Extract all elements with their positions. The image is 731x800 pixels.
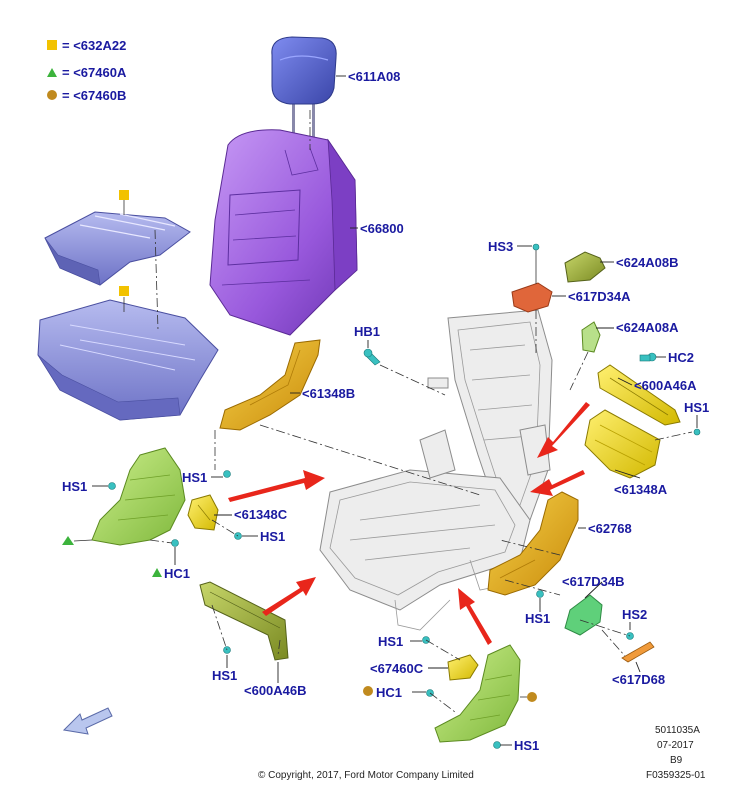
callout-hs1-bottom-center: HS1 [378, 634, 403, 649]
panel-600A46B [199, 581, 289, 661]
side-shield-bottom [434, 644, 537, 743]
footer-code: 5011035A [655, 725, 700, 736]
arrow-to-frame-4 [537, 402, 590, 458]
callout-hc1-bottom: HC1 [376, 685, 402, 700]
footer: 5011035A 07-2017 B9 © Copyright, 2017, F… [258, 725, 706, 781]
callout-617D34B: <617D34B [562, 574, 625, 589]
callout-hs3: HS3 [488, 239, 513, 254]
cushion-pad [44, 190, 191, 286]
pad-61348A [584, 409, 701, 479]
plate-617D34B [564, 594, 603, 636]
hc1-triangle-symbol [152, 568, 162, 577]
bracket-624A08A [581, 321, 601, 353]
legend-item-3: = <67460B [62, 88, 126, 103]
fasteners [108, 470, 634, 749]
arrow-to-frame-5 [530, 470, 585, 496]
direction-arrow-icon [62, 707, 113, 735]
assembly-lines [149, 110, 693, 713]
backrest-cover [209, 129, 358, 336]
callout-hs1-bottom-right: HS1 [514, 738, 539, 753]
callout-hs1-below-61348C: HS1 [260, 529, 285, 544]
callout-600A46B: <600A46B [244, 683, 307, 698]
callout-hs1-under-62768: HS1 [525, 611, 550, 626]
panel-600A46A [597, 364, 681, 426]
side-shield-left [62, 447, 186, 546]
clip-hc2 [639, 352, 657, 362]
arrow-to-frame-1 [228, 470, 325, 502]
callout-61348A: <61348A [614, 482, 668, 497]
arrow-to-frame-3 [458, 588, 492, 645]
callout-hc1-left: HC1 [164, 566, 190, 581]
footer-copyright: © Copyright, 2017, Ford Motor Company Li… [258, 770, 474, 781]
callout-66800: <66800 [360, 221, 404, 236]
callout-600A46A: <600A46A [634, 378, 697, 393]
callout-61348C: <61348C [234, 507, 288, 522]
bracket-624A08B [564, 251, 606, 283]
plate-617D34A [511, 243, 553, 313]
callout-hs2: HS2 [622, 607, 647, 622]
callouts: <611A08 <66800 HS3 <624A08B <617D34A HB1… [62, 69, 709, 753]
assembly-arrows [228, 402, 590, 645]
trim-67460C [363, 654, 479, 696]
callout-hs1-left-top: HS1 [62, 479, 87, 494]
callout-62768: <62768 [588, 521, 632, 536]
legend-square-symbol [47, 40, 57, 50]
clip-617D68 [621, 641, 655, 663]
footer-rev: B9 [670, 755, 683, 766]
trim-61348C [187, 494, 219, 531]
callout-617D68: <617D68 [612, 672, 665, 687]
shield-62768 [487, 491, 579, 596]
headrest [271, 36, 337, 150]
callout-hs1-right: HS1 [684, 400, 709, 415]
legend-circle-symbol [47, 90, 57, 100]
callout-67460C: <67460C [370, 661, 424, 676]
callout-hs1-center: HS1 [182, 470, 207, 485]
callout-624A08A: <624A08A [616, 320, 679, 335]
callout-624A08B: <624A08B [616, 255, 679, 270]
callout-hs1-bottom-left: HS1 [212, 668, 237, 683]
legend-item-1: = <632A22 [62, 38, 126, 53]
bolt-hb1 [363, 348, 446, 396]
callout-61348B: <61348B [302, 386, 355, 401]
callout-hb1: HB1 [354, 324, 380, 339]
legend: = <632A22 = <67460A = <67460B [47, 38, 127, 103]
legend-item-2: = <67460A [62, 65, 127, 80]
footer-date: 07-2017 [657, 740, 694, 751]
seat-frame [319, 309, 553, 631]
callout-611A08: <611A08 [348, 69, 400, 84]
trim-61348B [219, 339, 321, 431]
arrow-to-frame-2 [262, 577, 316, 616]
seat-cushion [37, 229, 219, 421]
leader-lines [92, 75, 698, 746]
callout-617D34A: <617D34A [568, 289, 631, 304]
legend-triangle-symbol [47, 68, 57, 77]
callout-hc2: HC2 [668, 350, 694, 365]
footer-figure: F0359325-01 [646, 770, 706, 781]
